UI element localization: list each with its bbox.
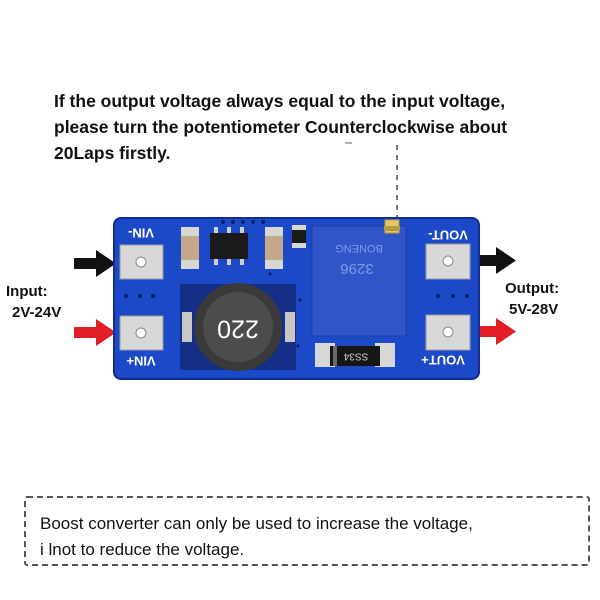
input-negative-arrow <box>74 250 116 277</box>
inductor-marking: 220 <box>217 314 259 342</box>
silk-vin-minus: VIN- <box>128 226 154 241</box>
silk-vin-plus: VIN+ <box>126 354 156 369</box>
output-positive-arrow <box>476 318 516 345</box>
potentiometer <box>311 219 407 337</box>
note-box: Boost converter can only be used to incr… <box>24 496 590 566</box>
potentiometer-code: 3296 <box>340 260 373 277</box>
diode <box>315 343 395 367</box>
note-line-2: i lnot to reduce the voltage. <box>40 540 245 559</box>
instruction-text: If the output voltage always equal to th… <box>54 88 594 166</box>
smd-capacitor-left <box>181 227 199 269</box>
silk-vout-minus: VOUT- <box>428 228 468 243</box>
input-label-range: 2V-24V <box>12 304 62 321</box>
pad-vin-minus <box>119 244 164 280</box>
note-line-1: Boost converter can only be used to incr… <box>40 514 473 533</box>
pad-vin-plus <box>119 315 164 351</box>
pad-vout-minus <box>425 243 471 280</box>
potentiometer-brand: BONENG <box>335 242 383 254</box>
pcb-vias <box>124 220 469 348</box>
input-positive-arrow <box>74 319 116 346</box>
diode-marking: SS34 <box>343 350 368 361</box>
instruction-line-2: please turn the potentiometer Counterclo… <box>54 117 508 137</box>
silk-vout-plus: VOUT+ <box>421 353 465 368</box>
input-label-title: Input: <box>6 283 48 300</box>
smd-capacitor-right <box>265 227 283 269</box>
output-negative-arrow <box>476 247 516 274</box>
instruction-line-1: If the output voltage always equal to th… <box>54 91 506 111</box>
smd-resistor <box>292 225 306 248</box>
inductor <box>180 283 296 371</box>
instruction-line-3: 20Laps firstly. <box>54 143 171 163</box>
output-label: Output: 5V-28V <box>505 278 559 320</box>
output-label-range: 5V-28V <box>509 301 559 318</box>
pad-vout-plus <box>425 314 471 351</box>
input-label: Input: 2V-24V <box>6 281 61 323</box>
boost-ic-chip <box>210 227 248 265</box>
output-label-title: Output: <box>505 280 560 297</box>
